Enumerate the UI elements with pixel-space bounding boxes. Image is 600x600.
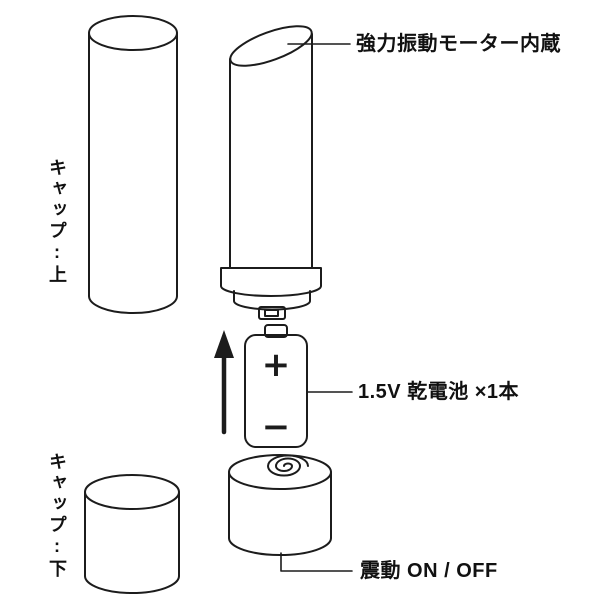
lipstick-collar [220,267,322,297]
battery-terminal [264,324,288,338]
battery-plus-symbol: + [262,345,291,385]
cap-top-cylinder [88,15,178,314]
switch-label: 震動 ON / OFF [360,560,498,582]
battery-minus-symbol: − [262,407,291,447]
lipstick-slanted-tip [229,25,313,67]
switch-spiral [267,454,309,477]
arrow-head [214,330,234,358]
insert-direction-arrow [214,330,234,435]
cap-top-top-face [88,15,178,51]
switch-base-bottom-arc [228,537,332,556]
cap-bottom-label: キャップ:下 [47,452,67,580]
switch-leader-line [280,552,353,572]
battery-body [244,334,308,448]
motor-label: 強力振動モーター内蔵 [356,33,561,55]
lipstick-body [220,25,322,320]
cap-bottom-top-face [84,474,180,510]
cap-top-bottom-arc [88,295,178,314]
cap-bottom-bottom-arc [84,575,180,594]
cap-bottom-cylinder [84,474,180,594]
battery [244,324,308,448]
cap-top-label: キャップ:上 [47,158,67,286]
switch-base [228,454,332,556]
battery-contact-inner [264,309,279,317]
battery-label: 1.5V 乾電池 ×1本 [358,381,520,403]
battery-contact-tab [258,306,286,320]
